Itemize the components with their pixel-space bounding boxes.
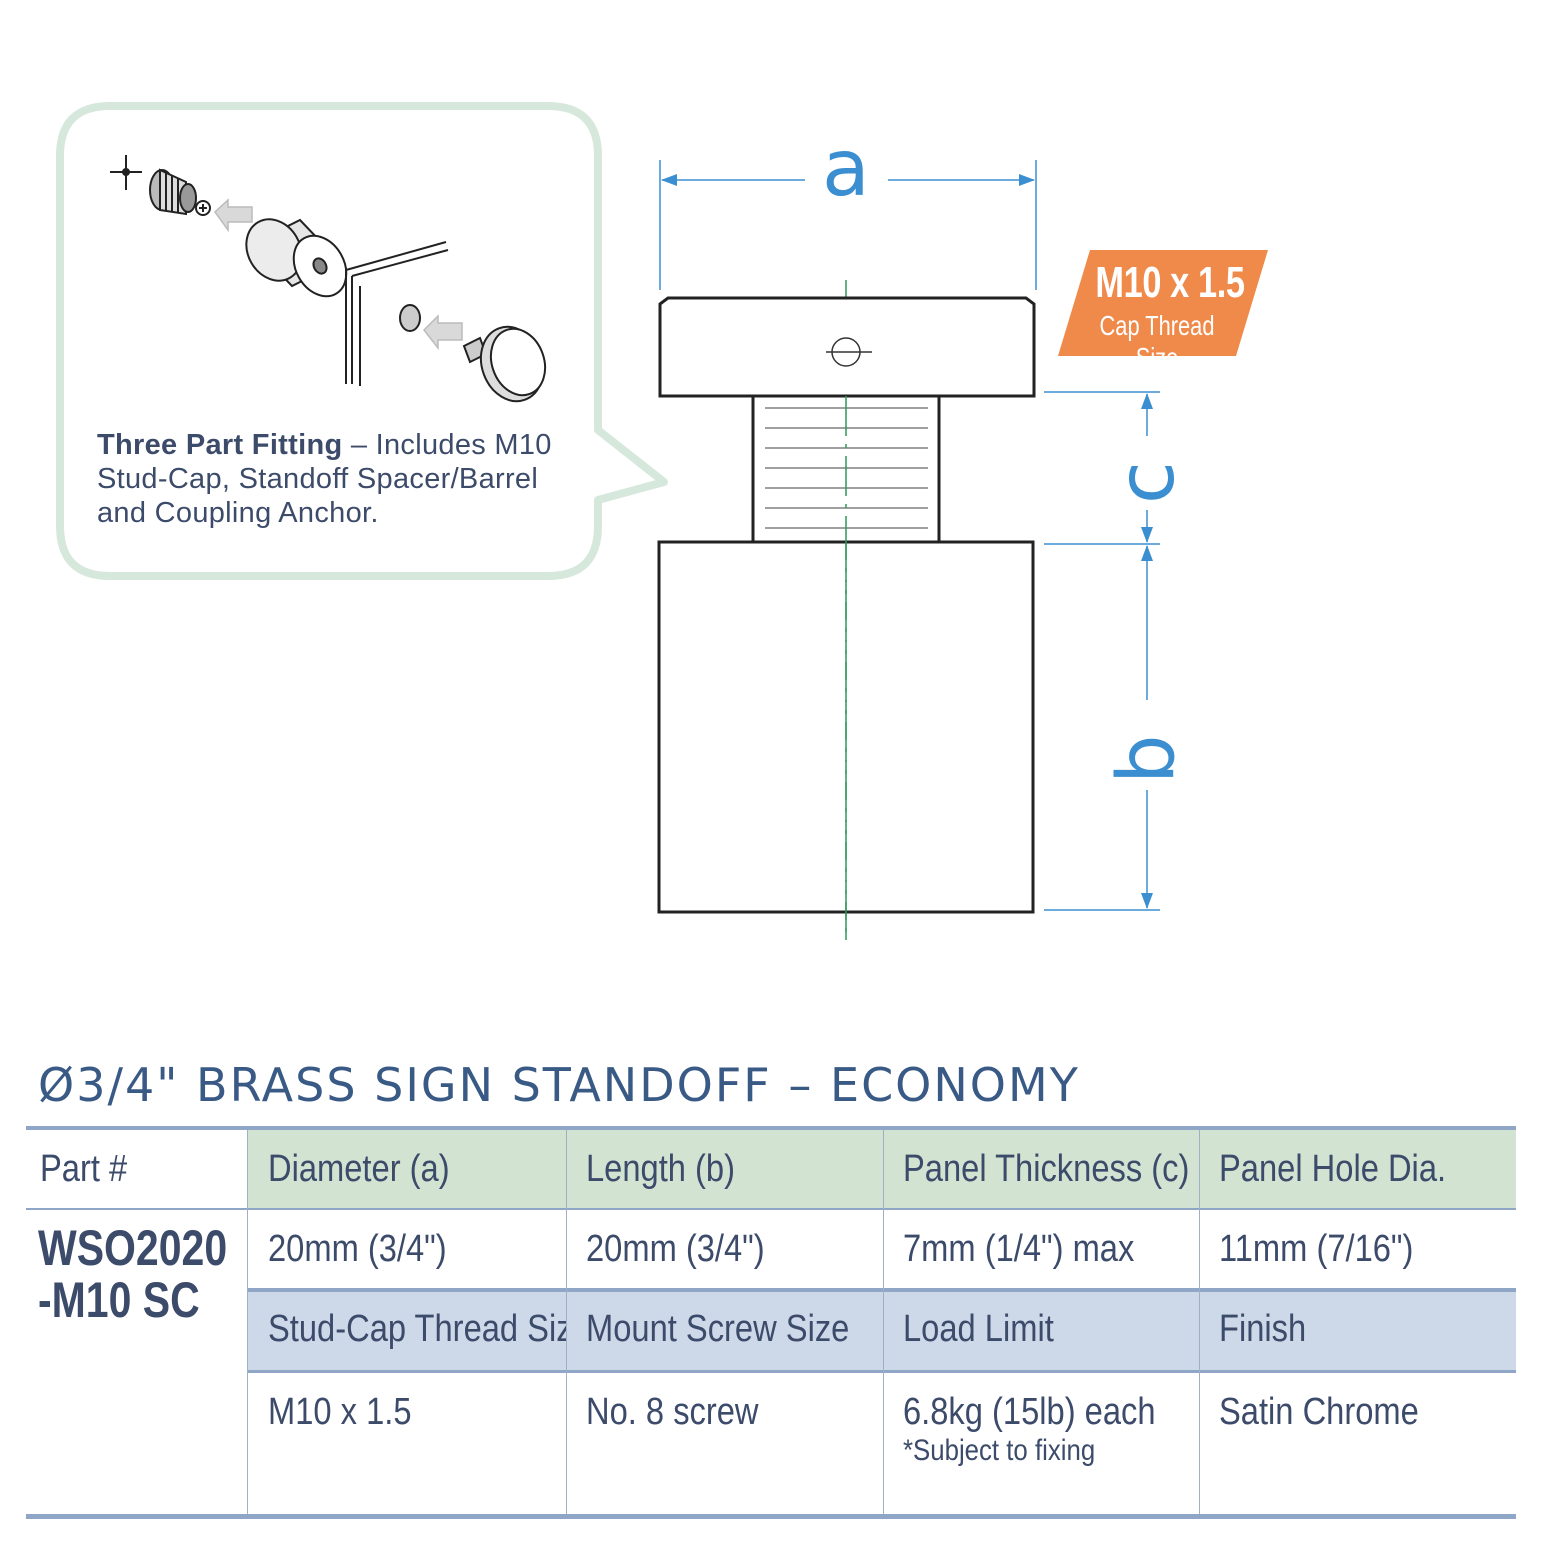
header-panel-thickness-label: Panel Thickness (c) [903,1148,1190,1190]
dimension-a [659,160,1037,290]
value-load-limit: 6.8kg (15lb) each *Subject to fixing [883,1373,1199,1513]
callout-description: Three Part Fitting – Includes M10 Stud-C… [97,428,557,530]
value-length-text: 20mm (3/4") [586,1228,765,1270]
header-finish-label: Finish [1219,1308,1307,1350]
header-length-label: Length (b) [586,1148,735,1190]
header-diameter-label: Diameter (a) [268,1148,450,1190]
part-header-cell: Part # [26,1130,248,1208]
spec-table: Part # WSO2020 -M10 SC Diameter (a) Leng… [26,1126,1516,1521]
coupling-anchor-icon [149,168,211,216]
header-thread-size: Stud-Cap Thread Size [248,1292,591,1370]
part-number: WSO2020 -M10 SC [38,1222,227,1326]
cap-hole-marker [826,337,872,367]
panel-hole-icon [399,304,421,332]
stud-cap-outline [658,296,1036,398]
product-title: Ø3/4" BRASS SIGN STANDOFF – ECONOMY [38,1058,1080,1112]
value-panel-hole: 11mm (7/16") [1199,1210,1516,1288]
callout-title: Three Part Fitting [97,429,343,461]
value-finish: Satin Chrome [1199,1373,1516,1513]
header1-rule [248,1208,1516,1210]
value-panel-thickness: 7mm (1/4") max [883,1210,1199,1288]
thread-size-badge-bg [1058,250,1268,356]
value-panel-thickness-text: 7mm (1/4") max [903,1228,1135,1270]
header-screw-size-label: Mount Screw Size [586,1308,850,1350]
callout-box [56,102,668,580]
value-diameter-text: 20mm (3/4") [268,1228,447,1270]
callout-body: Includes M10 Stud-Cap, Standoff Spacer/B… [97,429,552,529]
value-screw-size: No. 8 screw [566,1373,883,1513]
header-length: Length (b) [566,1130,883,1208]
header-thread-size-label: Stud-Cap Thread Size [268,1308,591,1350]
panel-icon [345,241,449,386]
dimension-b-label: b [1102,734,1192,784]
callout-dash: – [342,429,376,461]
column-divider [1199,1130,1200,1514]
column-divider [883,1130,884,1514]
exploded-fitting-illustration [110,155,547,403]
thread-size-badge-value: M10 x 1.5 [1095,258,1245,307]
column-divider [247,1130,248,1514]
arrow-icon [214,198,253,233]
thread-size-badge-caption: Cap Thread Size [1099,310,1215,373]
standoff-barrel-icon [245,218,348,298]
value-panel-hole-text: 11mm (7/16") [1219,1228,1414,1270]
load-limit-note: *Subject to fixing [903,1434,1096,1467]
standoff-technical-drawing [657,160,1268,940]
dimension-c-label: c [1102,461,1192,504]
value-finish-text: Satin Chrome [1219,1391,1419,1433]
header2-rule [248,1370,1516,1373]
header-panel-thickness: Panel Thickness (c) [883,1130,1199,1208]
value-screw-size-text: No. 8 screw [586,1391,759,1433]
value-length: 20mm (3/4") [566,1210,883,1288]
value-diameter: 20mm (3/4") [248,1210,566,1288]
table-bottom-rule [26,1514,1516,1519]
crosshair-icon [110,155,142,190]
part-header-rule [26,1208,248,1210]
header-panel-hole: Panel Hole Dia. [1199,1130,1516,1208]
header-screw-size: Mount Screw Size [566,1292,883,1370]
value-load-limit-text: 6.8kg (15lb) each [903,1391,1156,1433]
stud-cap-icon [462,325,547,403]
header-load-limit: Load Limit [883,1292,1199,1370]
header-panel-hole-label: Panel Hole Dia. [1219,1148,1447,1190]
value-thread-size: M10 x 1.5 [248,1373,566,1513]
dimension-b [1044,545,1160,911]
part-number-line1: WSO2020 [38,1220,228,1276]
value-thread-size-text: M10 x 1.5 [268,1391,412,1433]
part-number-line2: -M10 SC [38,1272,200,1328]
dimension-a-label: a [822,124,870,214]
dimension-c [1044,391,1160,545]
header-diameter: Diameter (a) [248,1130,566,1208]
part-header: Part # [40,1148,128,1190]
table-top-rule [26,1126,1516,1130]
column-divider [566,1130,567,1514]
row1-rule [248,1288,1516,1292]
arrow-icon [423,314,463,351]
header-finish: Finish [1199,1292,1516,1370]
header-load-limit-label: Load Limit [903,1308,1054,1350]
